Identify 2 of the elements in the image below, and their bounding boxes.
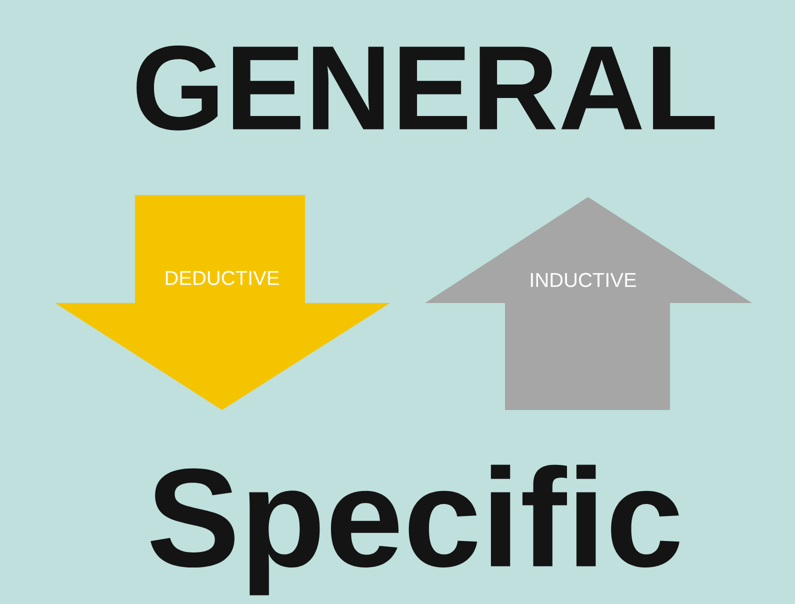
heading-word: GENERAL bbox=[136, 46, 715, 130]
heading-word: Specific bbox=[150, 464, 680, 596]
